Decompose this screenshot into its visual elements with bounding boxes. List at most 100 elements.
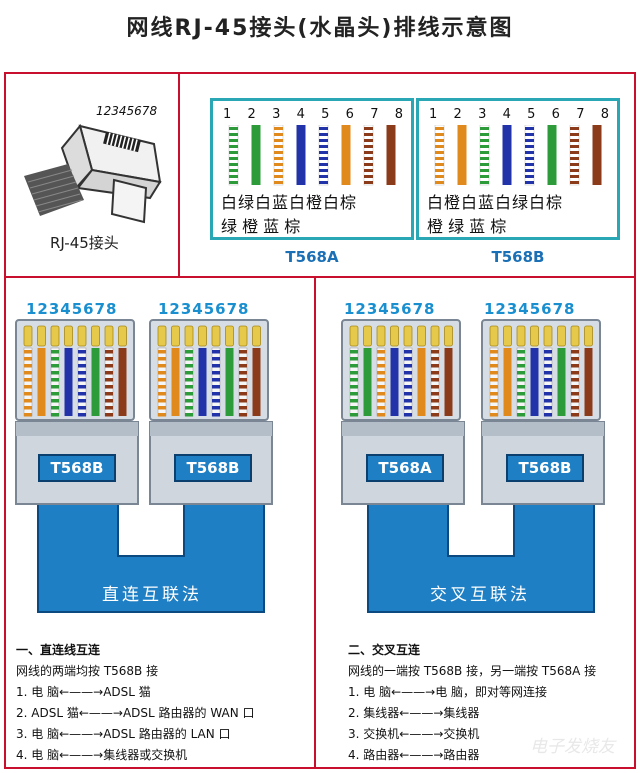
wire <box>524 125 535 186</box>
wire <box>251 125 261 185</box>
pin-number: 8 <box>600 107 609 122</box>
plug-standard-label: T568B <box>506 454 584 482</box>
gold-pin <box>37 325 46 347</box>
cross-item: 3. 交换机←——→交换机 <box>348 727 480 741</box>
plug-wire <box>64 348 73 416</box>
straight-method-label: 直连互联法 <box>102 585 202 605</box>
top-vertical-divider <box>178 72 180 276</box>
t568a-label: T568A <box>285 248 339 266</box>
t568a-wires <box>228 125 396 186</box>
wire <box>502 125 512 185</box>
cross-notes: 二、交叉互连 网线的一端按 T568B 接，另一端按 T568A 接 1. 电 … <box>348 640 636 766</box>
pin-number: 2 <box>453 107 462 122</box>
cross-heading: 二、交叉互连 <box>348 643 421 657</box>
gold-pin <box>390 325 399 347</box>
gold-pin <box>104 325 114 347</box>
gold-pin <box>171 325 180 347</box>
watermark: 电子发烧友 <box>530 737 615 757</box>
wire <box>386 125 396 185</box>
plug-wire <box>252 348 261 416</box>
plug-wire <box>118 348 127 416</box>
wire <box>273 125 284 186</box>
plug-straight-right <box>149 319 273 505</box>
plug-standard-label: T568B <box>38 454 116 482</box>
plug-wire <box>363 348 372 416</box>
pin-number: 2 <box>247 107 256 122</box>
straight-description: 网线的两端均按 T568B 接 <box>16 664 159 678</box>
pin-number: 4 <box>296 107 305 122</box>
pin-number: 8 <box>394 107 403 122</box>
rj45-connector-image <box>24 123 162 224</box>
plug-wire <box>198 348 207 416</box>
wire <box>434 125 445 186</box>
pin-number: 5 <box>527 107 536 122</box>
straight-item: 4. 电 脑←——→集线器或交换机 <box>16 748 188 762</box>
t568b-top-colors: 白橙白蓝白绿白棕 <box>427 193 564 212</box>
cross-item: 1. 电 脑←——→电 脑，即对等网连接 <box>348 685 548 699</box>
gold-pin <box>252 325 261 347</box>
gold-pin <box>211 325 221 347</box>
plug-wire <box>225 348 234 416</box>
plug-wire <box>584 348 593 416</box>
t568b-bottom-colors: 橙 绿 蓝 棕 <box>427 217 507 236</box>
gold-pin <box>184 325 194 347</box>
gold-pin <box>118 325 127 347</box>
page-title: 网线RJ-45接头(水晶头)排线示意图 <box>126 16 514 41</box>
wire <box>296 125 306 185</box>
gold-pin <box>417 325 426 347</box>
plug-wire <box>503 348 512 416</box>
wire <box>341 125 351 185</box>
gold-pin <box>530 325 539 347</box>
gold-pin <box>557 325 566 347</box>
gold-pin <box>225 325 234 347</box>
gold-pin <box>349 325 359 347</box>
gold-pin <box>489 325 499 347</box>
gold-pin <box>23 325 33 347</box>
wire <box>547 125 557 185</box>
gold-pin <box>157 325 167 347</box>
rj45-caption: RJ-45接头 <box>50 234 119 252</box>
straight-cable <box>37 504 265 613</box>
straight-item: 3. 电 脑←——→ADSL 路由器的 LAN 口 <box>16 727 231 741</box>
cross-description: 网线的一端按 T568B 接，另一端按 T568A 接 <box>348 664 597 678</box>
plug-wire <box>37 348 46 416</box>
gold-pin <box>543 325 553 347</box>
gold-pin <box>570 325 580 347</box>
pin-number: 5 <box>321 107 330 122</box>
wire <box>228 125 239 186</box>
gold-pin <box>444 325 453 347</box>
plug-cross-right <box>481 319 605 505</box>
cross-item: 2. 集线器←——→集线器 <box>348 706 480 720</box>
gold-pin <box>238 325 248 347</box>
pin-number: 6 <box>551 107 560 122</box>
plug-straight-left <box>15 319 139 505</box>
straight-item: 2. ADSL 猫←——→ADSL 路由器的 WAN 口 <box>16 706 255 720</box>
gold-pin <box>77 325 87 347</box>
wire <box>318 125 329 186</box>
wire <box>457 125 467 185</box>
plug-wire <box>417 348 426 416</box>
gold-pin <box>584 325 593 347</box>
gold-pin <box>50 325 60 347</box>
plug-standard-label: T568B <box>174 454 252 482</box>
pin-number: 3 <box>478 107 487 122</box>
gold-pin <box>64 325 73 347</box>
plug-wire <box>171 348 180 416</box>
gold-pin <box>430 325 440 347</box>
wire <box>569 125 580 186</box>
pin-number: 4 <box>502 107 511 122</box>
plug-pin-numbers: 12345678 <box>344 300 436 318</box>
plug-pin-numbers: 12345678 <box>158 300 250 318</box>
plug-pin-numbers: 12345678 <box>26 300 118 318</box>
cross-method-label: 交叉互联法 <box>430 585 530 605</box>
plug-standard-label: T568A <box>366 454 444 482</box>
pin-number: 3 <box>272 107 281 122</box>
bottom-vertical-divider <box>314 276 316 769</box>
pin-number: 1 <box>223 107 232 122</box>
horizontal-divider <box>4 276 636 278</box>
straight-heading: 一、直连线互连 <box>16 643 101 657</box>
plug-wire <box>557 348 566 416</box>
rj45-pin-digits: 12345678 <box>96 104 158 118</box>
